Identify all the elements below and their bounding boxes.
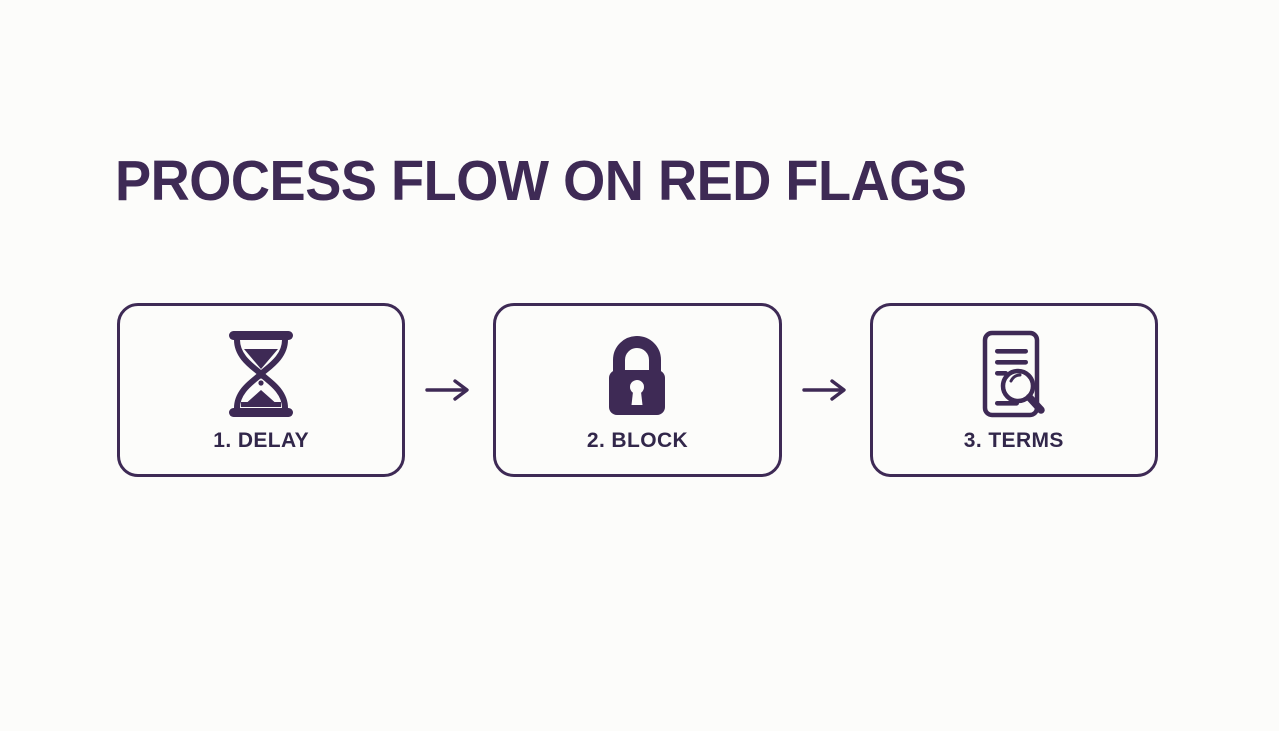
document-search-icon bbox=[971, 328, 1057, 420]
flow-step-label: 3. TERMS bbox=[963, 429, 1064, 452]
flow-step-terms[interactable]: 3. TERMS bbox=[869, 303, 1158, 477]
flow-step-block[interactable]: 2. BLOCK bbox=[493, 303, 782, 477]
lock-icon bbox=[600, 328, 674, 420]
flow-step-delay[interactable]: 1. DELAY bbox=[117, 303, 406, 477]
arrow-right-icon bbox=[782, 370, 870, 410]
hourglass-icon bbox=[221, 328, 301, 420]
arrow-right-icon bbox=[405, 370, 493, 410]
process-flow: 1. DELAY 2. BLOCK bbox=[117, 303, 1158, 477]
flow-step-label: 2. BLOCK bbox=[586, 429, 689, 452]
page-title: PROCESS FLOW ON RED FLAGS bbox=[115, 149, 967, 213]
flow-step-label: 1. DELAY bbox=[213, 429, 310, 452]
